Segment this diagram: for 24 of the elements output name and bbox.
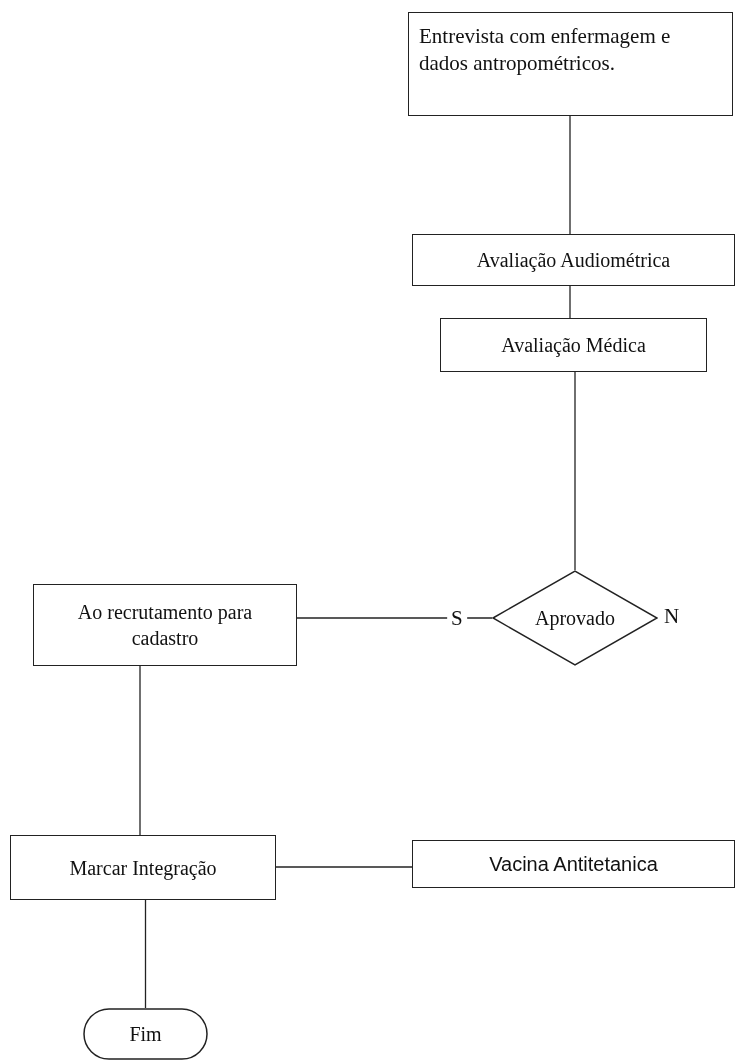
node-label: Avaliação Médica <box>501 333 646 358</box>
connector-line <box>144 899 147 1009</box>
connector-line <box>139 665 141 836</box>
node-label: Fim <box>129 1022 162 1047</box>
node-label: Vacina Antitetanica <box>489 852 658 877</box>
connector-line <box>296 617 493 619</box>
process-box <box>408 12 733 116</box>
process-box <box>412 234 735 286</box>
node-label: Marcar Integração <box>69 855 217 881</box>
connector-line <box>569 115 571 235</box>
connector-line <box>569 285 571 319</box>
branch-label: N <box>664 604 680 629</box>
process-box <box>33 584 297 666</box>
node-label: Entrevista com enfermagem e dados antropométricos. <box>419 23 672 78</box>
node-label: Aprovado <box>535 606 615 631</box>
process-box <box>412 840 735 888</box>
process-box <box>10 835 276 900</box>
terminal-shape <box>83 1008 208 1060</box>
connector-line <box>275 866 413 868</box>
process-box <box>440 318 707 372</box>
connector-line <box>574 371 576 571</box>
decision-diamond <box>492 570 658 666</box>
node-label: Ao recrutamento para cadastro <box>76 600 254 651</box>
node-label: Avaliação Audiométrica <box>476 248 671 273</box>
